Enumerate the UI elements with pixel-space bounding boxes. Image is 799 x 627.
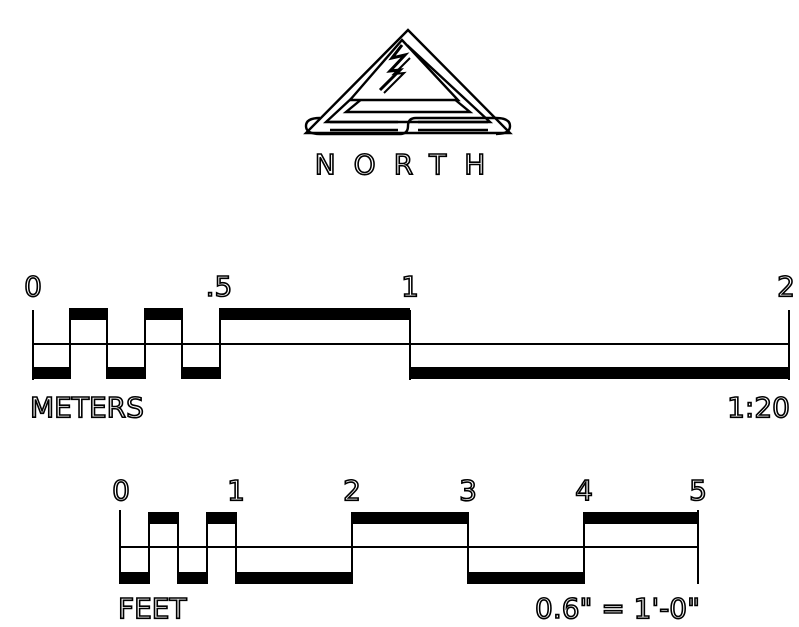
imperial-tick-label: 2 [343, 474, 361, 507]
north-arrow-icon [303, 28, 513, 136]
imperial-segment-top [584, 512, 698, 524]
metric-segment-top [145, 308, 182, 320]
imperial-unit-label: FEET [118, 592, 187, 625]
imperial-tick-label: 3 [459, 474, 477, 507]
imperial-segment-bottom [178, 572, 207, 584]
imperial-segment-bottom [468, 572, 584, 584]
metric-segment-top [220, 308, 410, 320]
imperial-step-lines [148, 512, 585, 584]
imperial-tick-label: 1 [227, 474, 245, 507]
metric-scale-bar: 0 .5 1 2 METERS 1:20 [23, 269, 795, 425]
imperial-segment-top [352, 512, 468, 524]
metric-tick-label: 0 [24, 270, 42, 303]
metric-unit-label: METERS [30, 391, 144, 424]
imperial-segment-top [149, 512, 178, 524]
metric-tick-label: 1 [401, 270, 419, 303]
imperial-scale-bar: 0 1 2 3 4 5 FEET 0.6" = 1'-0" [111, 473, 707, 626]
metric-segment-bottom [182, 367, 220, 379]
metric-step-lines [69, 308, 221, 379]
metric-tick-label: 2 [777, 270, 795, 303]
metric-segment-bottom [107, 367, 145, 379]
metric-segment-bottom [410, 367, 789, 379]
imperial-tick-label: 5 [689, 474, 707, 507]
imperial-segment-bottom [236, 572, 352, 584]
metric-segment-bottom [33, 367, 70, 379]
north-label: NORTH [315, 148, 504, 181]
imperial-tick-label: 4 [575, 474, 593, 507]
imperial-tick-label: 0 [112, 474, 130, 507]
imperial-ratio-label: 0.6" = 1'-0" [535, 592, 700, 625]
imperial-segment-bottom [120, 572, 149, 584]
metric-segment-top [70, 308, 107, 320]
metric-ratio-label: 1:20 [727, 391, 790, 424]
metric-tick-label: .5 [206, 270, 233, 303]
imperial-segment-top [207, 512, 236, 524]
